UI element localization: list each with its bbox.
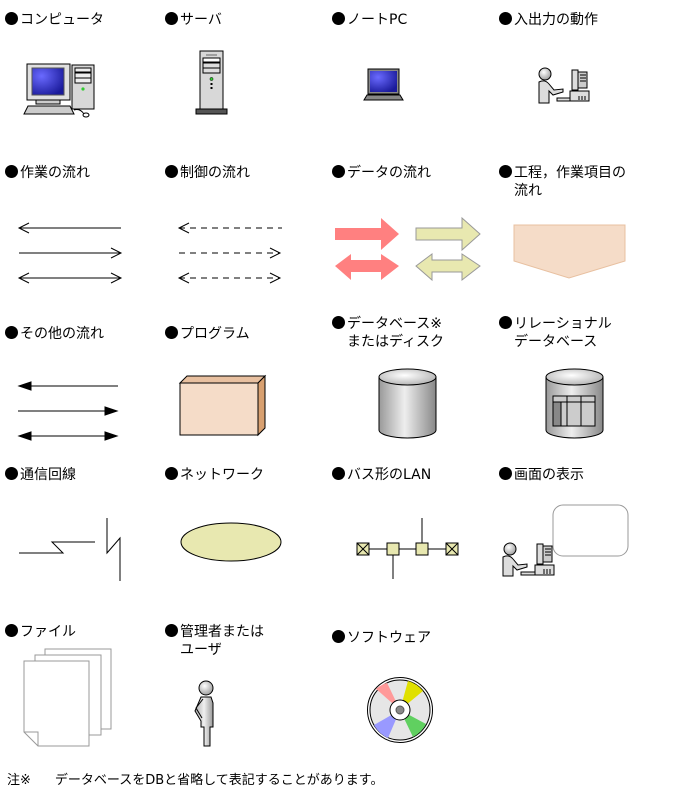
bullet-icon [499, 316, 512, 329]
label-process-flow: 工程，作業項目の流れ [499, 164, 626, 200]
label-file: ファイル [5, 623, 76, 641]
bullet-icon [499, 165, 512, 178]
label-text: データベース※ [347, 316, 443, 332]
bullet-icon [332, 316, 345, 329]
label-io-operation: 入出力の動作 [499, 11, 598, 29]
label-text: プログラム [180, 326, 250, 342]
screen-display-icon [500, 503, 632, 579]
label-network: ネットワーク [165, 466, 264, 484]
bullet-icon [499, 467, 512, 480]
bullet-icon [165, 624, 178, 637]
footnote: 注※ データベースをDBと省略して表記することがあります。 [7, 772, 384, 790]
server-icon [195, 50, 230, 116]
label-control-flow: 制御の流れ [165, 164, 250, 182]
label-text: ノートPC [347, 12, 408, 28]
label-bus-lan: バス形のLAN [332, 466, 431, 484]
footnote-marker: 注※ [7, 773, 31, 788]
bullet-icon [332, 630, 345, 643]
label-computer: コンピュータ [5, 11, 104, 29]
control-flow-dashed-arrows-icon [177, 222, 284, 286]
bus-lan-icon [356, 517, 462, 583]
label-text: 管理者または [180, 624, 264, 640]
label-text-line2: データベース [514, 334, 598, 350]
communication-line-icon [18, 517, 124, 583]
bullet-icon [5, 12, 18, 25]
label-work-flow: 作業の流れ [5, 164, 90, 182]
label-data-flow: データの流れ [332, 164, 431, 182]
user-person-icon [191, 680, 219, 748]
bullet-icon [165, 326, 178, 339]
relational-database-icon [545, 368, 605, 440]
bullet-icon [332, 12, 345, 25]
software-cd-icon [366, 676, 434, 744]
io-operation-icon [535, 66, 593, 106]
bullet-icon [5, 165, 18, 178]
work-flow-arrows-icon [17, 222, 124, 286]
laptop-icon [363, 67, 405, 103]
database-cylinder-icon [378, 368, 438, 440]
label-text: リレーショナル [514, 316, 612, 332]
label-text: ソフトウェア [347, 630, 431, 646]
label-database: データベース※ またはディスク [332, 315, 444, 351]
bullet-icon [332, 467, 345, 480]
label-text-line2: 流れ [514, 183, 542, 199]
label-text: 通信回線 [20, 467, 76, 483]
label-text-line2: ユーザ [180, 642, 222, 658]
label-text: サーバ [180, 12, 222, 28]
file-stack-icon [23, 648, 113, 748]
label-text-line2: またはディスク [347, 334, 445, 350]
bullet-icon [332, 165, 345, 178]
bullet-icon [5, 326, 18, 339]
label-text: ネットワーク [180, 467, 264, 483]
program-box-icon [178, 374, 269, 437]
label-text: 入出力の動作 [514, 12, 598, 28]
label-text: コンピュータ [20, 12, 104, 28]
label-user: 管理者またはユーザ [165, 623, 264, 659]
label-text: データの流れ [347, 165, 431, 181]
bullet-icon [499, 12, 512, 25]
label-text: 工程，作業項目の [514, 165, 626, 181]
footnote-text: データベースをDBと省略して表記することがあります。 [54, 773, 384, 788]
label-text: その他の流れ [20, 326, 104, 342]
label-text: 作業の流れ [20, 165, 90, 181]
process-pentagon-icon [513, 224, 627, 280]
computer-icon [22, 62, 98, 118]
bullet-icon [5, 624, 18, 637]
label-server: サーバ [165, 11, 222, 29]
network-ellipse-icon [179, 521, 283, 563]
bullet-icon [165, 467, 178, 480]
label-communication-line: 通信回線 [5, 466, 76, 484]
label-relational-database: リレーショナルデータベース [499, 315, 612, 351]
label-screen-display: 画面の表示 [499, 466, 584, 484]
other-flow-arrows-icon [17, 380, 121, 444]
label-laptop: ノートPC [332, 11, 407, 29]
label-text: ファイル [20, 624, 76, 640]
data-flow-block-arrows-icon [333, 216, 483, 288]
label-text: バス形のLAN [347, 467, 432, 483]
bullet-icon [165, 165, 178, 178]
label-software: ソフトウェア [332, 629, 431, 647]
label-text: 制御の流れ [180, 165, 250, 181]
bullet-icon [165, 12, 178, 25]
label-other-flow: その他の流れ [5, 325, 104, 343]
label-text: 画面の表示 [514, 467, 584, 483]
bullet-icon [5, 467, 18, 480]
label-program: プログラム [165, 325, 250, 343]
